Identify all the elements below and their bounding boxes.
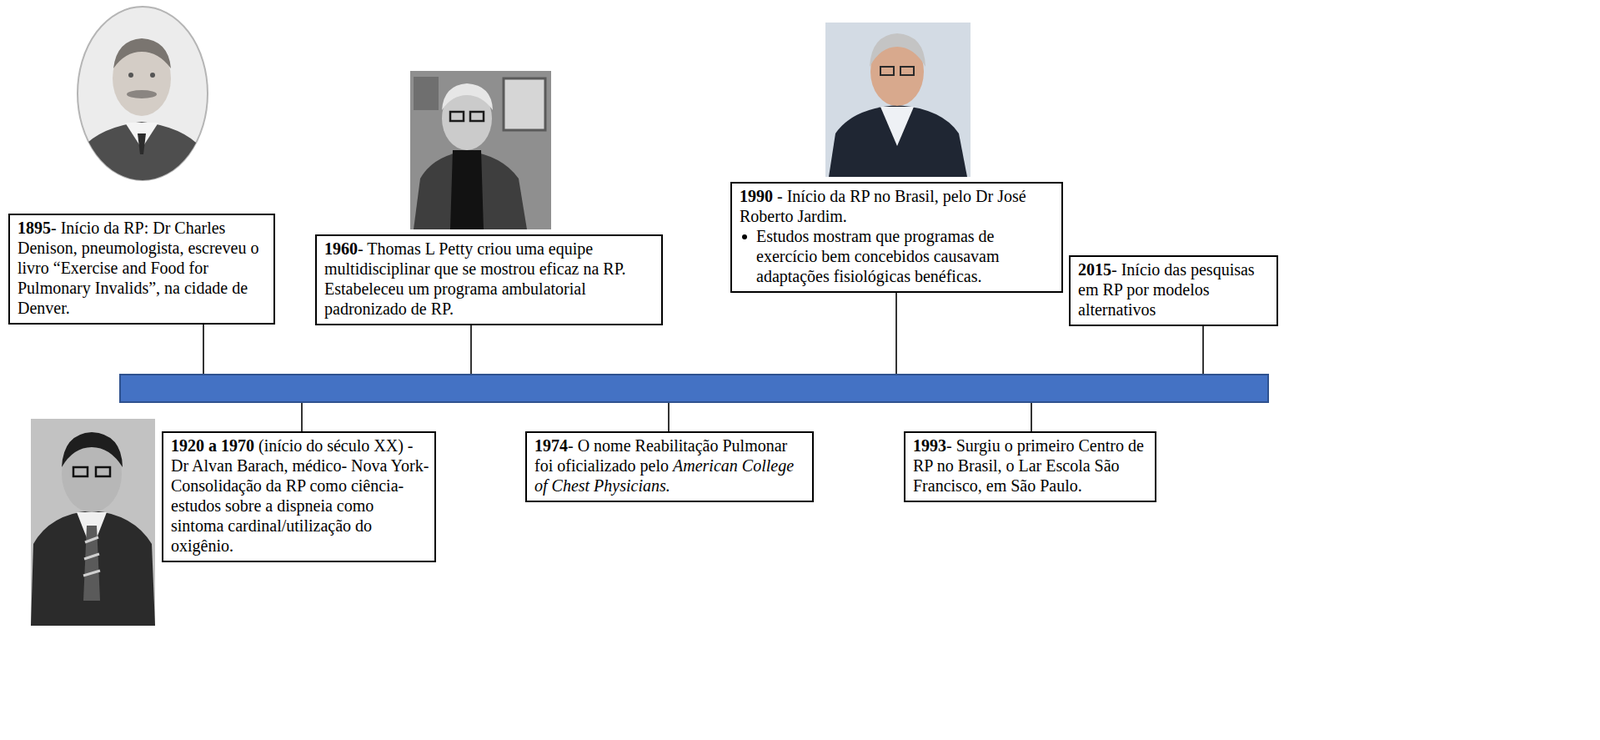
portrait-photo	[73, 6, 212, 184]
hair-shape	[61, 431, 123, 467]
hair-shape	[869, 33, 926, 67]
jacket-shape	[413, 150, 527, 230]
event-text: - Início da RP: Dr Charles Denison, pneu…	[17, 218, 259, 317]
year-label: 1920 a 1970	[170, 436, 255, 455]
tick-line	[202, 324, 205, 374]
glasses-shape	[450, 111, 464, 121]
timeline-bar	[120, 374, 1269, 402]
year-label: 1960	[324, 239, 358, 258]
year-label: 1993	[912, 436, 947, 455]
portrait-photo	[825, 22, 971, 177]
timeline-box: 1960- Thomas L Petty criou uma equipe mu…	[315, 234, 663, 326]
tie-stripes	[83, 536, 101, 576]
event-text: - Surgiu o primeiro Centro de RP no Bras…	[912, 436, 1144, 495]
hair-shape	[113, 38, 171, 69]
tick-line	[1030, 402, 1033, 432]
year-label: 2015	[1078, 260, 1112, 279]
eye-dot	[128, 72, 134, 78]
tick-line	[470, 325, 472, 374]
glasses-shape	[470, 111, 484, 121]
event-text: - Thomas L Petty criou uma equipe multid…	[324, 239, 627, 318]
tick-line	[1202, 326, 1204, 374]
background-frame	[413, 76, 439, 111]
sweater-shape	[450, 150, 484, 230]
portrait-photo	[410, 70, 552, 230]
timeline-box: 2015- Início das pesquisas em RP por mod…	[1068, 255, 1279, 327]
event-text: - Início da RP no Brasil, pelo Dr José R…	[739, 186, 1027, 226]
event-text: Estudos mostram que programas de exercíc…	[756, 225, 1057, 286]
tie-shape	[137, 133, 146, 155]
timeline-box: 1990- Início da RP no Brasil, pelo Dr Jo…	[730, 181, 1064, 293]
bullet-dot	[742, 234, 748, 240]
photo-frame	[410, 70, 552, 230]
timeline-box: 1974- O nome Reabilitação Pulmonar foi o…	[525, 431, 814, 502]
tie-shape	[83, 525, 101, 601]
glasses-shape	[73, 466, 88, 477]
eye-dot	[150, 72, 156, 78]
shirt-shape	[880, 106, 914, 146]
glasses-shape	[900, 66, 914, 76]
tick-line	[667, 402, 670, 432]
year-label: 1895	[17, 218, 51, 237]
mustache-shape	[126, 90, 157, 99]
hair-shape	[441, 83, 493, 111]
glasses-shape	[95, 466, 111, 477]
tick-line	[895, 292, 898, 374]
portrait-photo	[30, 418, 156, 626]
year-label: 1990	[739, 186, 773, 206]
photo-frame	[30, 418, 156, 626]
timeline-box: 1993- Surgiu o primeiro Centro de RP no …	[903, 431, 1157, 502]
timeline-box: 1920 a 1970(início do século XX) - Dr Al…	[161, 431, 437, 562]
background-frame	[503, 78, 546, 131]
portrait-figure	[73, 38, 212, 184]
year-label: 1974	[534, 436, 568, 455]
photo-frame	[825, 22, 971, 177]
glasses-shape	[880, 66, 894, 76]
timeline-box: 1895- Início da RP: Dr Charles Denison, …	[8, 213, 276, 325]
suit-shape	[828, 105, 968, 177]
tick-line	[300, 402, 303, 432]
suit-shape	[30, 510, 156, 626]
suit-shape	[73, 121, 212, 184]
